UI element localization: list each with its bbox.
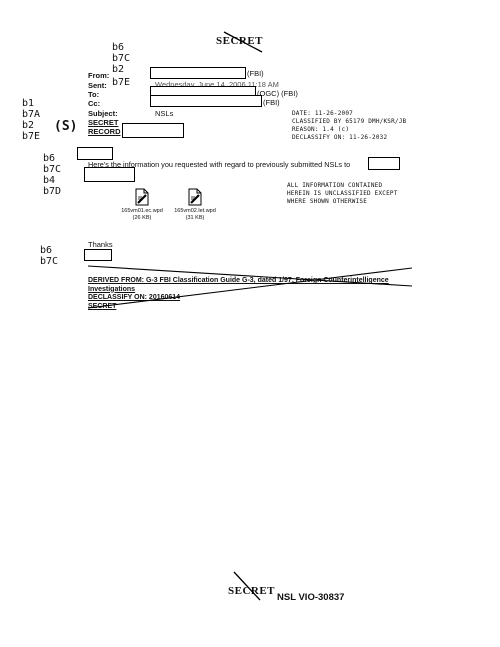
attachment-1-name: 165vm01.ec.wpd	[121, 208, 163, 214]
to-suffix: (OGC) (FBI)	[257, 89, 298, 98]
body-redaction	[84, 167, 135, 182]
bates-number: NSL VIO-30837	[277, 592, 345, 603]
from-suffix: (FBI)	[247, 69, 264, 78]
attachment-1-size: (26 KB)	[132, 215, 152, 221]
declassification-stamp: DATE: 11-26-2007 CLASSIFIED BY 65179 DMH…	[292, 110, 407, 141]
derived-line-1: DERIVED FROM: G-3 FBI Classification Gui…	[88, 277, 389, 284]
from-redaction	[150, 67, 246, 79]
attachment-2-name: 165vm02.let.wpd	[174, 208, 216, 214]
signature-redaction	[84, 249, 112, 261]
to-label: To:	[88, 90, 100, 99]
exemption-codes-thanks: b6 b7C	[40, 245, 59, 267]
document-icon	[135, 188, 149, 206]
cc-suffix: (FBI)	[263, 98, 280, 107]
recipient-redaction	[77, 147, 113, 160]
cc-redaction	[150, 95, 262, 107]
unclassified-stamp: ALL INFORMATION CONTAINED HEREIN IS UNCL…	[287, 182, 398, 205]
nsl-target-redaction	[368, 157, 400, 170]
cc-label: Cc:	[88, 99, 101, 108]
subject-value: NSLs	[155, 109, 174, 118]
from-label: From:	[88, 71, 110, 80]
record-line: RECORD	[88, 127, 121, 136]
body-text: Here's the information you requested wit…	[88, 160, 351, 169]
footer-classification-strike	[233, 571, 261, 601]
attachment-1[interactable]: 165vm01.ec.wpd (26 KB)	[112, 188, 172, 222]
derived-line-3: DECLASSIFY ON: 20160614	[88, 294, 181, 301]
sent-label: Sent:	[88, 81, 107, 90]
top-classification-strike	[223, 31, 263, 53]
secret-line: SECRET	[88, 118, 119, 127]
exemption-codes-top: b6 b7C b2	[112, 42, 131, 75]
paren-s-marking: (S)	[54, 119, 78, 134]
derived-line-2: Investigations	[88, 285, 136, 293]
sent-value: Wednesday, June 14, 2006 11:18 AM	[155, 80, 279, 89]
attachment-2-size: (31 KB)	[185, 215, 205, 221]
record-redaction	[122, 123, 184, 138]
subject-label: Subject:	[88, 109, 118, 118]
exemption-codes-left: b1 b7A b2 b7E	[22, 98, 41, 142]
exemption-b7e-top: b7E	[112, 77, 131, 88]
document-icon	[188, 188, 202, 206]
thanks-text: Thanks	[88, 240, 113, 249]
derived-block-strike	[87, 265, 413, 309]
top-classification: SECRET	[216, 35, 264, 47]
attachment-2[interactable]: 165vm02.let.wpd (31 KB)	[165, 188, 225, 222]
exemption-codes-mid: b6 b7C b4 b7D	[43, 153, 62, 197]
